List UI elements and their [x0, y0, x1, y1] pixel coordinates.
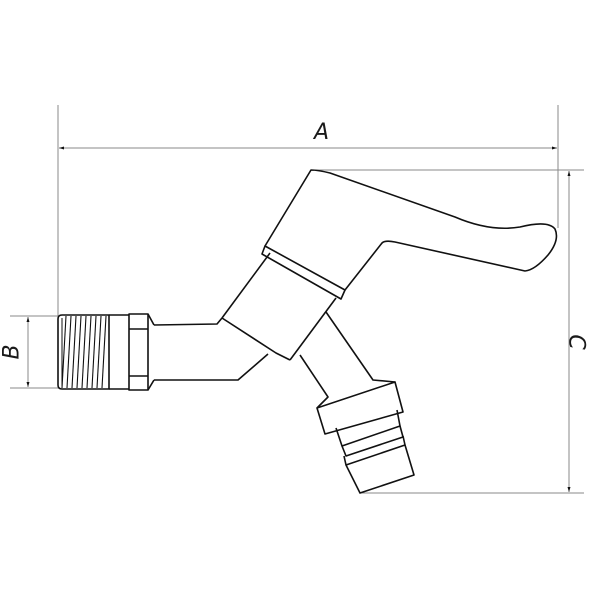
dimension-label-a: A: [314, 120, 330, 145]
dimension-label-b: B: [0, 344, 25, 360]
dimension-b: [10, 315, 60, 389]
dimension-c: [311, 169, 584, 494]
hex-nut: [128, 313, 155, 391]
dimension-a: [57, 105, 559, 316]
valve-body: [221, 252, 337, 361]
dimension-label-c: C: [563, 334, 589, 350]
collar-band: [261, 245, 346, 300]
lever-handle: [264, 169, 558, 291]
tap-body: [57, 169, 558, 494]
threaded-inlet: [57, 314, 129, 390]
hose-connector: [335, 409, 415, 494]
hose-connector-nut: [316, 381, 404, 435]
inlet-pipe: [153, 317, 291, 381]
spout: [299, 311, 396, 409]
